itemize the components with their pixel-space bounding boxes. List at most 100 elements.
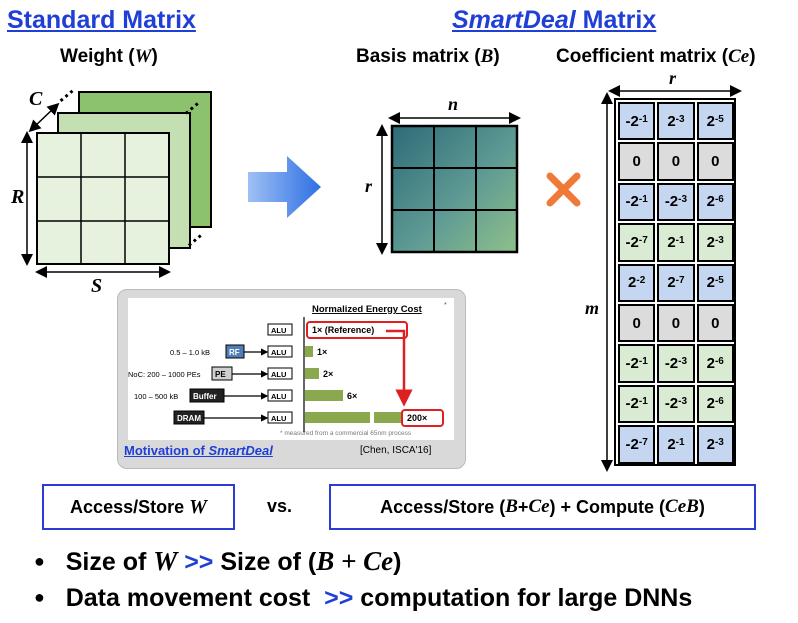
coeff-exponent: -6 <box>714 356 724 368</box>
bullet-size-v1: W <box>153 546 178 576</box>
memory-box-label: PE <box>215 370 226 379</box>
coeff-cell: 0 <box>657 304 695 343</box>
memory-size-label: 0.5 – 1.0 kB <box>170 348 210 357</box>
bullet-size-post: ) <box>393 548 402 576</box>
bullet-dm-op: >> <box>324 584 354 612</box>
coeff-base: 2 <box>628 274 637 292</box>
coeff-exponent: -1 <box>675 436 685 448</box>
coeff-exponent: -5 <box>714 113 724 125</box>
coeff-base: 2 <box>667 233 676 251</box>
coeff-cell: 2-1 <box>657 223 695 262</box>
coeff-cell: 0 <box>657 142 695 181</box>
coeff-cell: 2-5 <box>696 263 734 302</box>
smartdeal-matrix-header: SmartDeal Matrix <box>452 6 656 35</box>
vs-label: vs. <box>267 496 293 516</box>
coeff-exponent: -3 <box>714 436 724 448</box>
coeff-base: 2 <box>667 435 676 453</box>
access-right-c: ) + Compute ( <box>549 496 666 517</box>
coeff-exponent: -1 <box>638 396 648 408</box>
bullet-dot: ● <box>34 551 45 571</box>
coeff-exponent: -7 <box>638 436 648 448</box>
coeff-cell: -2-1 <box>618 344 656 383</box>
coeff-cell: 2-5 <box>696 102 734 141</box>
coeff-base: 2 <box>706 193 715 211</box>
bar-label: 1× <box>317 347 327 357</box>
access-right-ce: Ce <box>528 496 550 517</box>
alu-label: ALU <box>271 348 286 357</box>
coeff-base: -2 <box>664 395 679 413</box>
energy-title: Normalized Energy Cost <box>312 304 423 315</box>
coeff-exponent: -1 <box>675 234 685 246</box>
coeff-base: -2 <box>625 355 639 373</box>
coeff-base: 0 <box>632 153 641 171</box>
basis-matrix-label: Basis matrix (B) <box>356 46 500 68</box>
reference-highlight <box>306 321 408 339</box>
dim-m-label: m <box>585 298 600 318</box>
energy-bar <box>305 412 402 423</box>
alu-box <box>267 323 293 336</box>
weight-label: Weight (W) <box>60 46 158 68</box>
coeff-exponent: -1 <box>638 113 648 125</box>
weight-label-text: Weight ( <box>60 46 135 67</box>
multiply-icon <box>546 172 581 207</box>
dim-r-coeff-label: r <box>669 68 677 88</box>
memory-size-label: NoC: 200 – 1000 PEs <box>128 370 201 379</box>
dim-n-label: n <box>448 94 459 114</box>
coeff-cell: 2-3 <box>696 223 734 262</box>
basis-label-var: B <box>480 46 494 67</box>
coeff-exponent: -3 <box>675 113 685 125</box>
access-compute-box: Access/Store (B+Ce) + Compute (CeB) <box>329 484 756 530</box>
access-right-d: ) <box>698 496 705 517</box>
bar-label: 200× <box>407 413 427 423</box>
coeff-base: 0 <box>711 153 720 171</box>
motivation-caption: Motivation of SmartDeal <box>124 443 273 458</box>
motivation-text: Motivation of <box>124 443 209 458</box>
coeff-base: 2 <box>667 112 676 130</box>
energy-title-mark: * <box>444 302 447 309</box>
coeff-cell: -2-3 <box>657 384 695 424</box>
coeff-cell: 2-2 <box>618 263 656 302</box>
bar-label: 2× <box>323 369 333 379</box>
dram-highlight <box>401 409 444 427</box>
alu-label: ALU <box>271 392 286 401</box>
coeff-cell: 2-3 <box>696 425 734 464</box>
coeff-cell: -2-3 <box>657 344 695 383</box>
coeff-exponent: -2 <box>636 275 646 287</box>
coeff-base: 2 <box>706 395 715 413</box>
smartdeal-word: SmartDeal <box>452 6 576 34</box>
dim-r-basis-label: r <box>365 176 373 196</box>
coeff-base: 2 <box>667 274 676 292</box>
memory-size-label: 100 – 500 kB <box>134 392 178 401</box>
coeff-base: 0 <box>671 153 681 171</box>
alu-label: ALU <box>271 370 286 379</box>
coeff-exponent: -3 <box>678 356 688 368</box>
coeff-base: 2 <box>706 233 715 251</box>
coeff-cell: 2-6 <box>696 182 734 222</box>
coeff-base: -2 <box>625 395 639 413</box>
coeff-exponent: -3 <box>678 194 688 206</box>
standard-matrix-header: Standard Matrix <box>7 6 196 34</box>
coeff-cell: 0 <box>696 304 734 343</box>
matrix-word: Matrix <box>575 6 657 34</box>
coeff-exponent: -1 <box>638 356 648 368</box>
svg-text:…: … <box>49 77 78 107</box>
coeff-cell: 0 <box>618 304 656 343</box>
memory-box-label: RF <box>229 348 240 357</box>
motivation-italic: SmartDeal <box>208 443 273 458</box>
bullet-size: ● Size of W >> Size of (B + Ce) <box>34 546 401 577</box>
energy-bar <box>305 390 343 401</box>
coeff-cell: -2-1 <box>618 182 656 222</box>
coeff-label-var: Ce <box>728 46 750 67</box>
coeff-base: 0 <box>632 314 641 332</box>
coeff-label-close: ) <box>749 46 756 67</box>
coeff-base: -2 <box>625 435 639 453</box>
coeff-exponent: -6 <box>714 194 724 206</box>
coeff-base: 2 <box>706 435 715 453</box>
coeff-cell: -2-7 <box>618 425 656 464</box>
bullet-size-op: >> <box>184 548 214 576</box>
basis-label-close: ) <box>493 46 500 67</box>
access-store-w-box: Access/Store W <box>42 484 235 530</box>
coeff-cell: 2-6 <box>696 384 734 424</box>
